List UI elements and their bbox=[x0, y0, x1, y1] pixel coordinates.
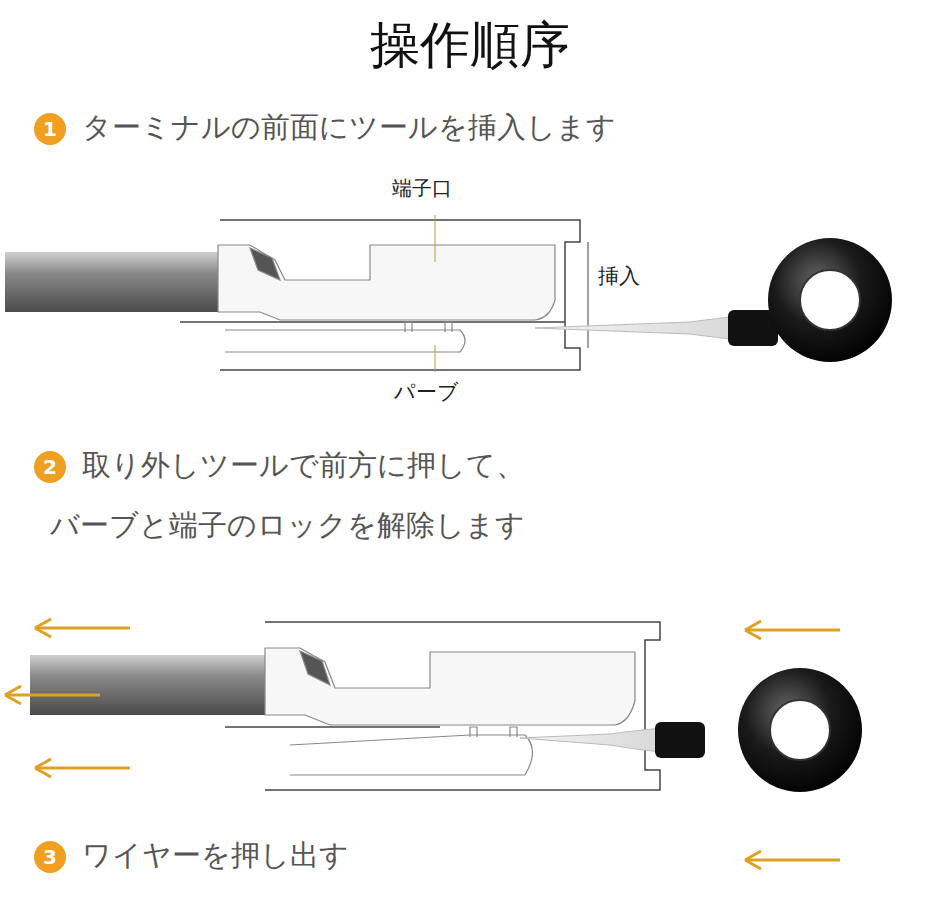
housing-1 bbox=[180, 220, 580, 370]
wire bbox=[5, 252, 223, 312]
removal-tool-2 bbox=[520, 668, 862, 792]
step-number: 2 bbox=[34, 451, 66, 483]
leader-line bbox=[435, 215, 436, 262]
step-number: 1 bbox=[34, 113, 66, 145]
wire bbox=[30, 655, 270, 715]
step-number-text: 2 bbox=[43, 455, 57, 479]
step-text: バーブと端子のロックを解除します bbox=[50, 506, 525, 546]
step-text: ワイヤーを押し出す bbox=[82, 836, 349, 876]
part-label: 挿入 bbox=[598, 262, 640, 290]
part-label: 端子口 bbox=[392, 175, 452, 202]
step-text: 取り外しツールで前方に押して、 bbox=[82, 446, 525, 486]
bracket bbox=[588, 242, 589, 348]
step-text: ターミナルの前面にツールを挿入します bbox=[82, 108, 616, 148]
housing-2 bbox=[225, 622, 660, 790]
terminal-2 bbox=[265, 648, 635, 775]
part-label: パーブ bbox=[394, 378, 459, 406]
direction-arrow bbox=[5, 619, 840, 869]
step-number: 3 bbox=[34, 841, 66, 873]
removal-tool-1 bbox=[535, 238, 892, 362]
step-number-text: 3 bbox=[43, 845, 57, 869]
terminal-1 bbox=[218, 245, 555, 352]
step-number-text: 1 bbox=[43, 117, 57, 141]
leader-line bbox=[435, 345, 436, 372]
title: 操作順序 bbox=[370, 12, 570, 79]
